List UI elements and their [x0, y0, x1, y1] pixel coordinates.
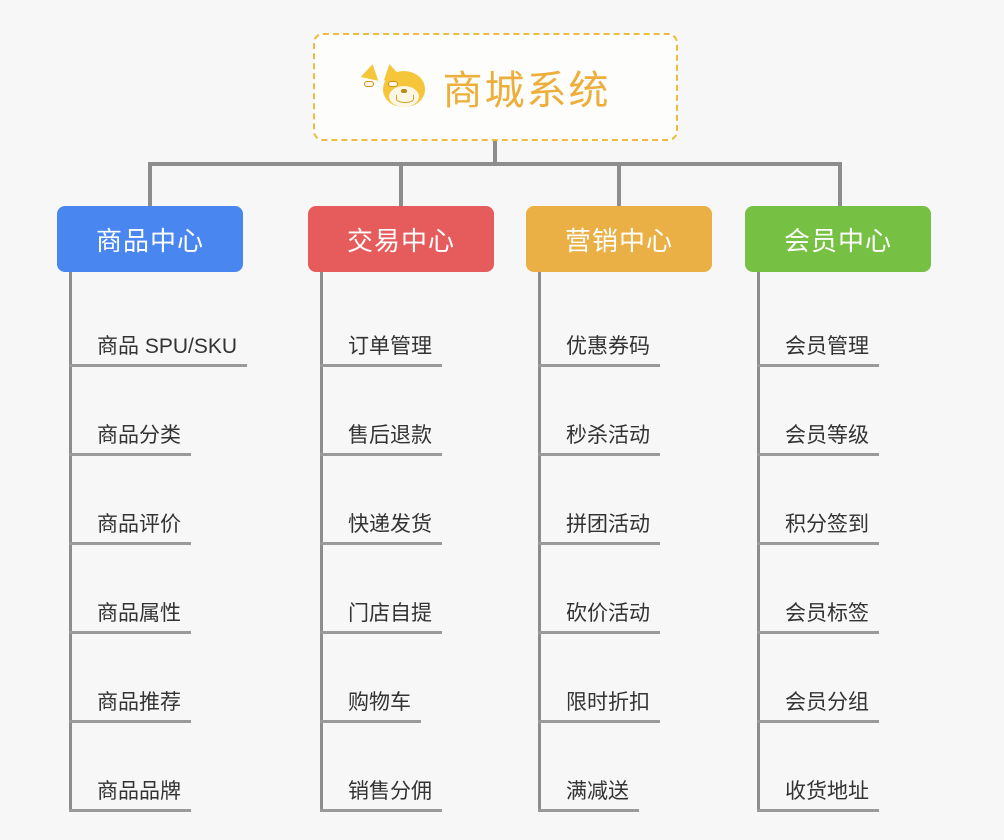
category-header-marketing-center[interactable]: 营销中心	[526, 206, 712, 272]
connector-drop-member-center	[838, 162, 842, 206]
leaf-list-product-center: 商品 SPU/SKU 商品分类 商品评价 商品属性 商品推荐 商品品牌	[57, 272, 248, 812]
category-header-member-center[interactable]: 会员中心	[745, 206, 931, 272]
list-item[interactable]: 门店自提	[320, 545, 494, 634]
leaf-label: 拼团活动	[538, 513, 660, 545]
list-item[interactable]: 限时折扣	[538, 634, 712, 723]
root-node[interactable]: 商城系统	[313, 33, 678, 141]
list-item[interactable]: 商品属性	[69, 545, 243, 634]
leaf-label: 积分签到	[757, 513, 879, 545]
leaf-label: 会员分组	[757, 691, 879, 723]
column-member-center: 会员中心 会员管理 会员等级 积分签到 会员标签 会员分组 收货地址	[745, 206, 931, 812]
list-item[interactable]: 满减送	[538, 723, 712, 812]
leaf-label: 快递发货	[320, 513, 442, 545]
list-item[interactable]: 优惠券码	[538, 278, 712, 367]
list-item[interactable]: 积分签到	[757, 456, 931, 545]
list-item[interactable]: 会员等级	[757, 367, 931, 456]
leaf-list-member-center: 会员管理 会员等级 积分签到 会员标签 会员分组 收货地址	[745, 272, 931, 812]
list-item[interactable]: 会员标签	[757, 545, 931, 634]
list-item[interactable]: 商品分类	[69, 367, 243, 456]
list-item[interactable]: 收货地址	[757, 723, 931, 812]
leaf-label: 商品推荐	[69, 691, 191, 723]
leaf-label: 商品 SPU/SKU	[69, 335, 248, 367]
connector-root-stem	[493, 141, 497, 165]
leaf-label: 门店自提	[320, 602, 442, 634]
root-title: 商城系统	[442, 69, 611, 113]
connector-drop-trade-center	[399, 162, 403, 206]
leaf-label: 售后退款	[320, 424, 442, 456]
list-item[interactable]: 商品评价	[69, 456, 243, 545]
leaf-label: 会员标签	[757, 602, 879, 634]
leaf-label: 会员等级	[757, 424, 879, 456]
list-item[interactable]: 拼团活动	[538, 456, 712, 545]
leaf-label: 优惠券码	[538, 335, 660, 367]
leaf-label: 满减送	[538, 780, 639, 812]
leaf-label: 商品属性	[69, 602, 191, 634]
category-label: 营销中心	[564, 225, 673, 256]
shiba-dog-icon	[360, 62, 427, 110]
connector-drop-marketing-center	[617, 162, 621, 206]
leaf-list-trade-center: 订单管理 售后退款 快递发货 门店自提 购物车 销售分佣	[308, 272, 494, 812]
leaf-label: 商品分类	[69, 424, 191, 456]
connector-horizontal-bus	[148, 162, 842, 166]
leaf-list-marketing-center: 优惠券码 秒杀活动 拼团活动 砍价活动 限时折扣 满减送	[526, 272, 712, 812]
leaf-label: 秒杀活动	[538, 424, 660, 456]
list-item[interactable]: 订单管理	[320, 278, 494, 367]
leaf-label: 收货地址	[757, 780, 879, 812]
leaf-label: 商品评价	[69, 513, 191, 545]
category-label: 商品中心	[95, 225, 204, 256]
list-item[interactable]: 购物车	[320, 634, 494, 723]
leaf-label: 会员管理	[757, 335, 879, 367]
category-header-trade-center[interactable]: 交易中心	[308, 206, 494, 272]
list-item[interactable]: 售后退款	[320, 367, 494, 456]
list-item[interactable]: 商品品牌	[69, 723, 243, 812]
list-item[interactable]: 销售分佣	[320, 723, 494, 812]
category-label: 交易中心	[346, 225, 455, 256]
list-item[interactable]: 会员分组	[757, 634, 931, 723]
leaf-label: 限时折扣	[538, 691, 660, 723]
list-item[interactable]: 砍价活动	[538, 545, 712, 634]
list-item[interactable]: 会员管理	[757, 278, 931, 367]
category-header-product-center[interactable]: 商品中心	[57, 206, 243, 272]
leaf-label: 商品品牌	[69, 780, 191, 812]
leaf-label: 砍价活动	[538, 602, 660, 634]
list-item[interactable]: 秒杀活动	[538, 367, 712, 456]
category-label: 会员中心	[783, 225, 892, 256]
list-item[interactable]: 商品推荐	[69, 634, 243, 723]
leaf-label: 销售分佣	[320, 780, 442, 812]
column-marketing-center: 营销中心 优惠券码 秒杀活动 拼团活动 砍价活动 限时折扣 满减送	[526, 206, 712, 812]
column-trade-center: 交易中心 订单管理 售后退款 快递发货 门店自提 购物车 销售分佣	[308, 206, 494, 812]
list-item[interactable]: 商品 SPU/SKU	[69, 278, 248, 367]
list-item[interactable]: 快递发货	[320, 456, 494, 545]
leaf-label: 购物车	[320, 691, 421, 723]
leaf-label: 订单管理	[320, 335, 442, 367]
column-product-center: 商品中心 商品 SPU/SKU 商品分类 商品评价 商品属性 商品推荐 商品品牌	[57, 206, 248, 812]
connector-drop-product-center	[148, 162, 152, 206]
